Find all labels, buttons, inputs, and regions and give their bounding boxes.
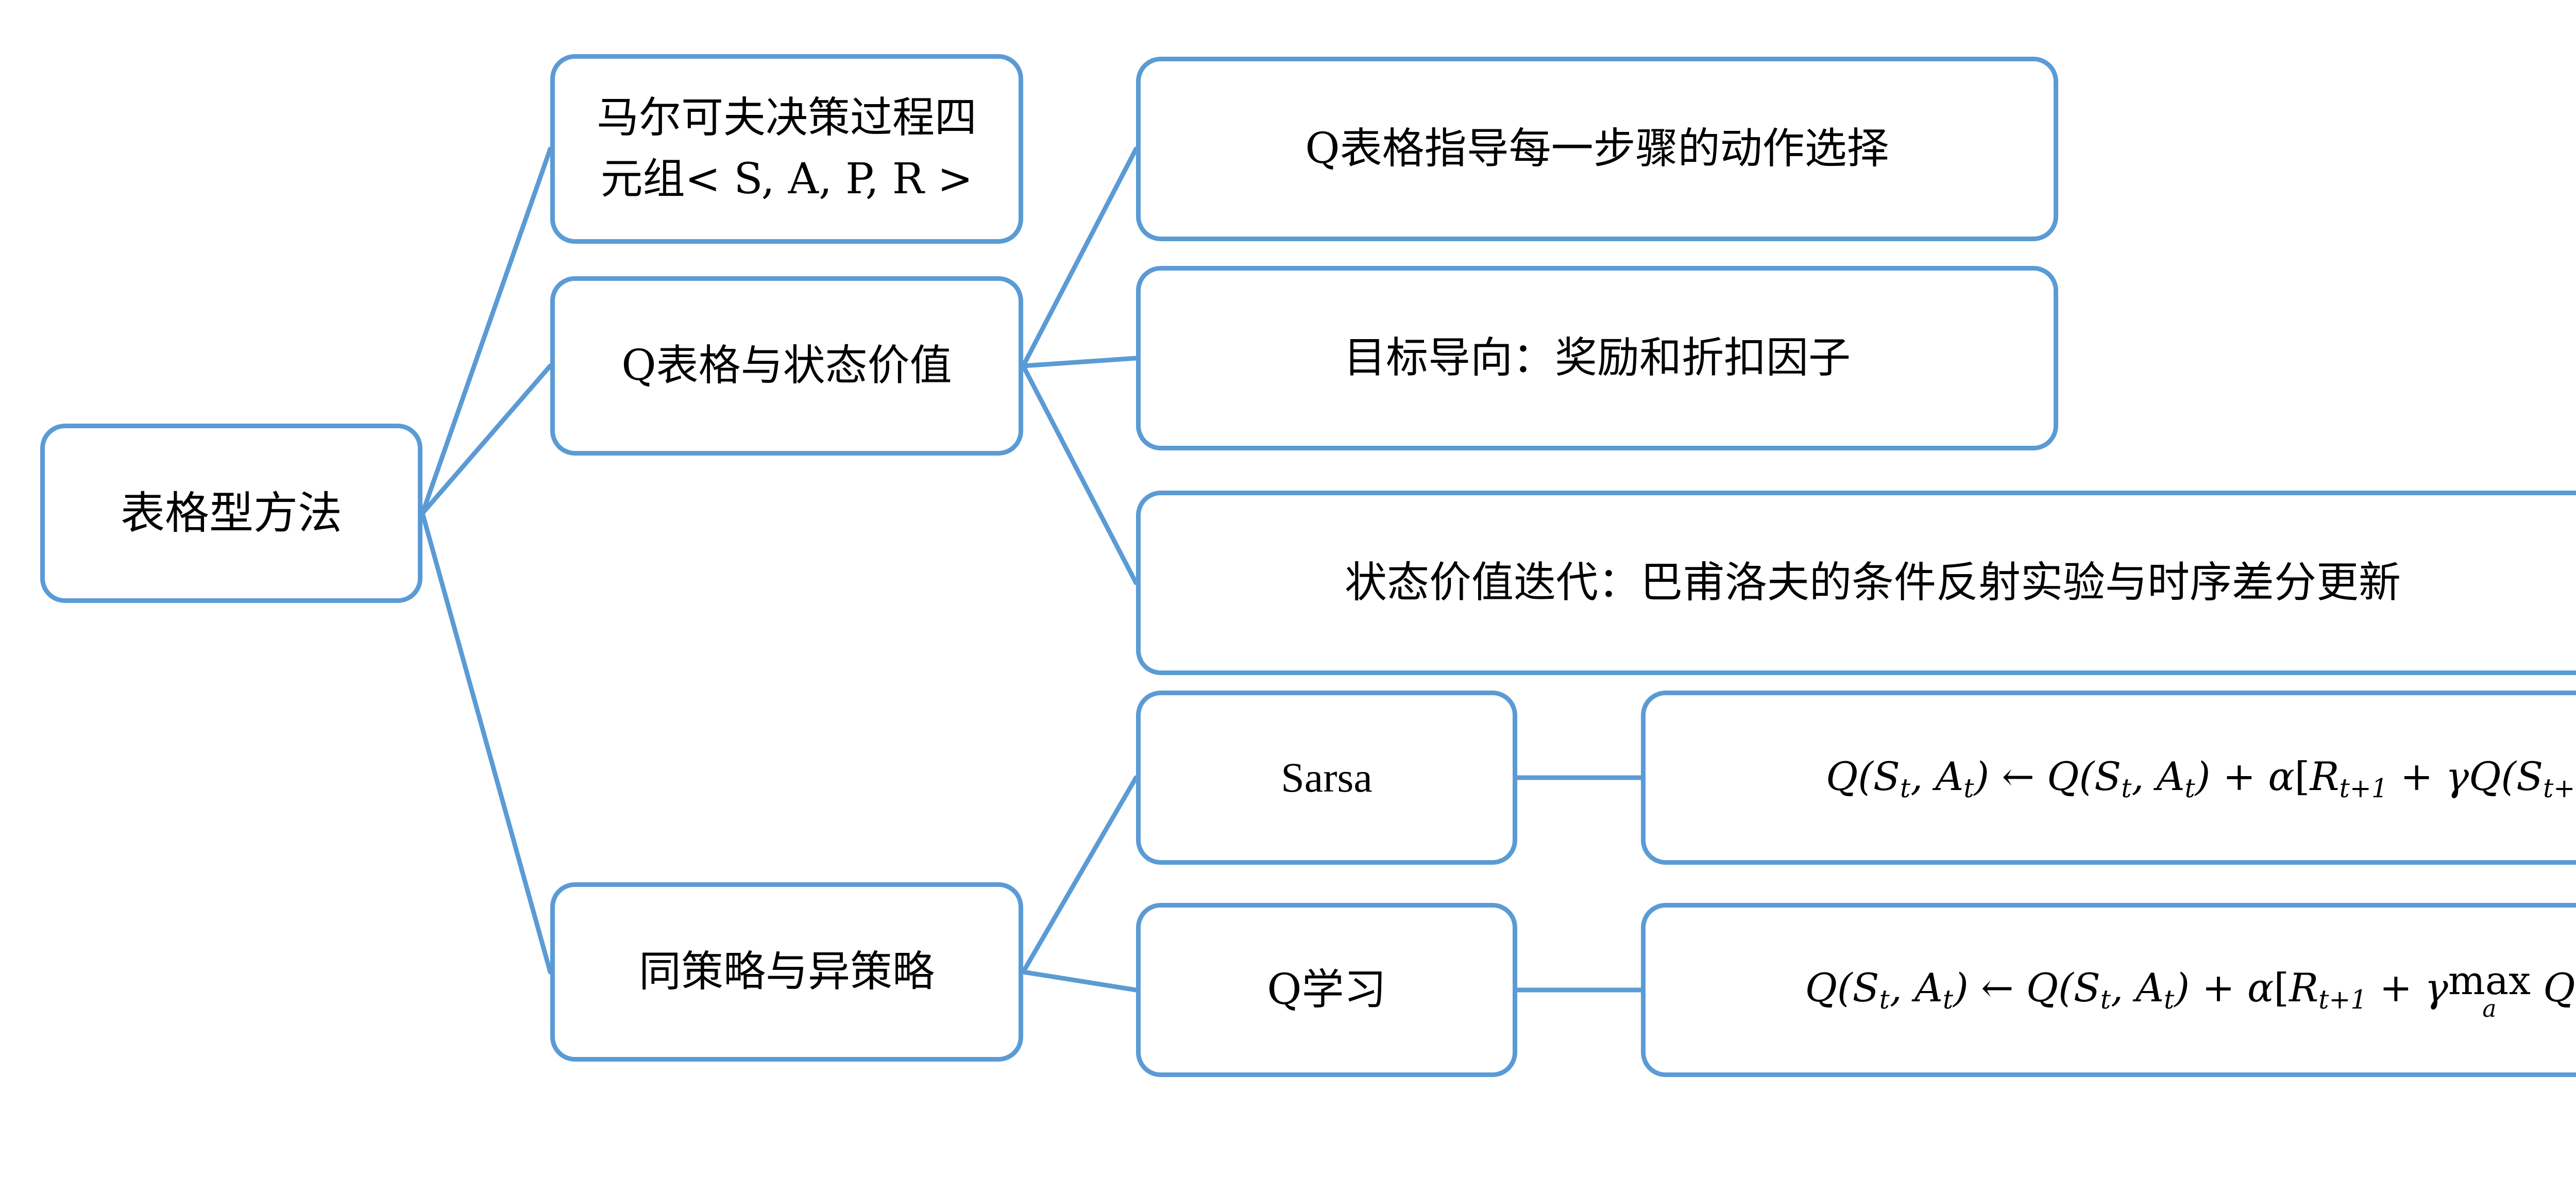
connector-root-to-mdp <box>420 146 553 516</box>
connector-policy-to-qlearning <box>1021 969 1139 993</box>
node-state-value-iteration[interactable]: 状态价值迭代：巴甫洛夫的条件反射实验与时序差分更新 <box>1136 491 2576 675</box>
node-root[interactable]: 表格型方法 <box>40 424 422 603</box>
node-q-table-and-state-value[interactable]: Q表格与状态价值 <box>550 276 1023 456</box>
node-q-table-guides-action-selection[interactable]: Q表格指导每一步骤的动作选择 <box>1136 57 2058 241</box>
node-sarsa-label: Sarsa <box>1281 753 1372 801</box>
connector-policy-to-sarsa <box>1021 775 1139 975</box>
node-on-policy-off-policy[interactable]: 同策略与异策略 <box>550 882 1023 1062</box>
node-goal-oriented-reward-discount[interactable]: 目标导向：奖励和折扣因子 <box>1136 266 2058 450</box>
sarsa-update-equation: Q(St, At) ← Q(St, At) + α[Rt+1 + γQ(St+1… <box>1825 753 2576 803</box>
node-root-label: 表格型方法 <box>121 487 342 539</box>
connector-qtable-to-r1 <box>1021 146 1139 368</box>
node-state-value-iteration-label: 状态价值迭代：巴甫洛夫的条件反射实验与时序差分更新 <box>1344 558 2401 607</box>
node-on-policy-off-policy-label: 同策略与异策略 <box>638 947 935 996</box>
node-sarsa[interactable]: Sarsa <box>1136 691 1517 865</box>
connector-root-to-policy <box>420 511 553 975</box>
node-q-learning[interactable]: Q学习 <box>1136 903 1517 1077</box>
node-sarsa-formula[interactable]: Q(St, At) ← Q(St, At) + α[Rt+1 + γQ(St+1… <box>1641 691 2576 865</box>
node-q-table-guides-action-selection-label: Q表格指导每一步骤的动作选择 <box>1305 124 1889 173</box>
connector-qtable-to-r2 <box>1021 356 1139 368</box>
node-mdp[interactable]: 马尔可夫决策过程四 元组< S, A, P, R > <box>550 54 1023 244</box>
connector-qtable-to-r3 <box>1021 363 1139 585</box>
node-q-learning-label: Q学习 <box>1267 965 1386 1014</box>
node-goal-oriented-reward-discount-label: 目标导向：奖励和折扣因子 <box>1343 333 1851 382</box>
node-q-table-and-state-value-label: Q表格与状态价值 <box>621 341 952 390</box>
connector-root-to-qtable <box>420 363 553 516</box>
node-mdp-label: 马尔可夫决策过程四 元组< S, A, P, R > <box>596 93 977 204</box>
